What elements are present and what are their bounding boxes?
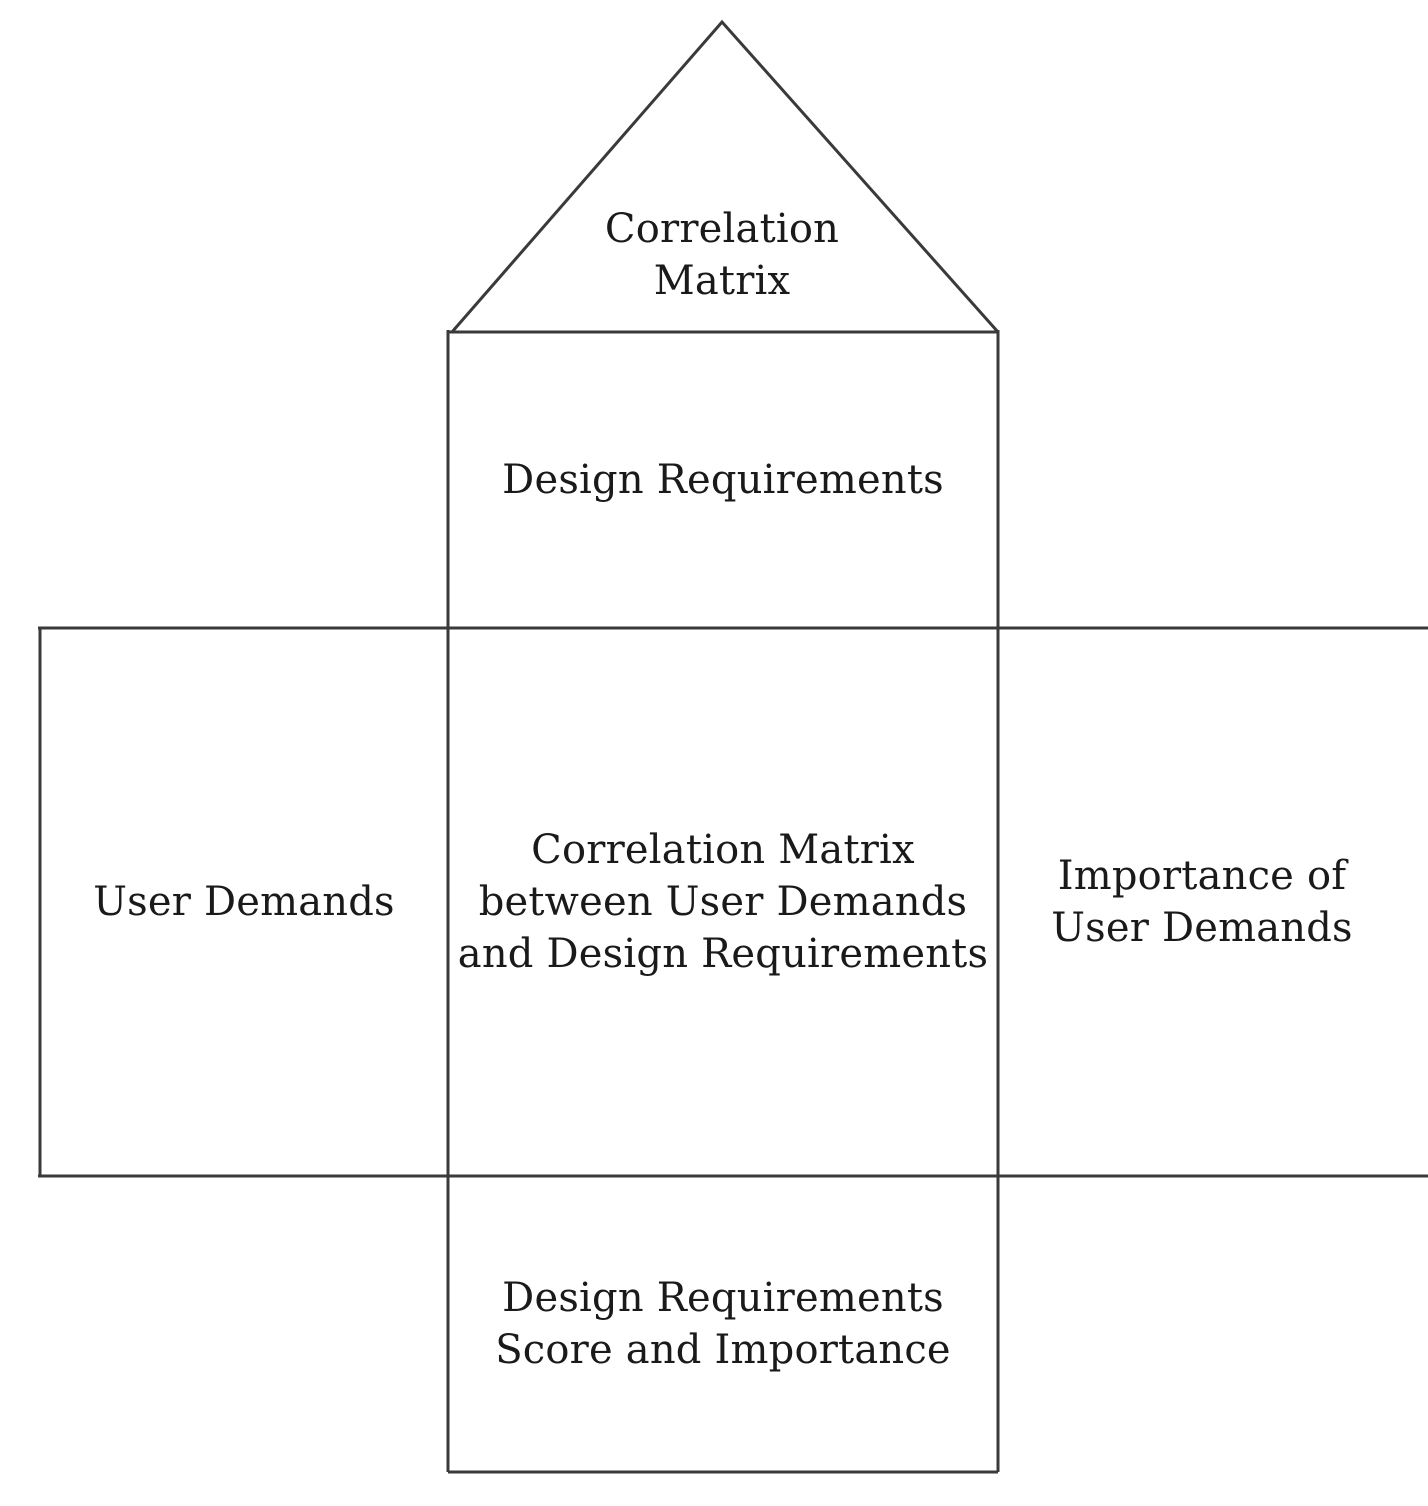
relationship-matrix-line2: between User Demands [478,879,968,925]
roof-label-line2: Matrix [653,258,791,304]
importance-line1: Importance of [1057,853,1347,899]
design-requirements-label: Design Requirements [450,334,996,626]
roof-label-line1: Correlation [604,206,840,252]
score-line1: Design Requirements [502,1275,944,1321]
design-requirements-text: Design Requirements [502,457,944,503]
roof-label: Correlation Matrix [560,200,884,310]
user-demands-text: User Demands [93,879,395,925]
relationship-matrix-label: Correlation Matrix between User Demands … [450,630,996,1174]
score-line2: Score and Importance [495,1327,951,1373]
roof-triangle [450,19,1000,333]
user-demands-label: User Demands [42,630,446,1174]
importance-label: Importance of User Demands [1000,630,1404,1174]
relationship-matrix-line1: Correlation Matrix [531,827,915,873]
score-label: Design Requirements Score and Importance [450,1178,996,1470]
importance-line2: User Demands [1051,905,1353,951]
relationship-matrix-line3: and Design Requirements [457,931,989,977]
